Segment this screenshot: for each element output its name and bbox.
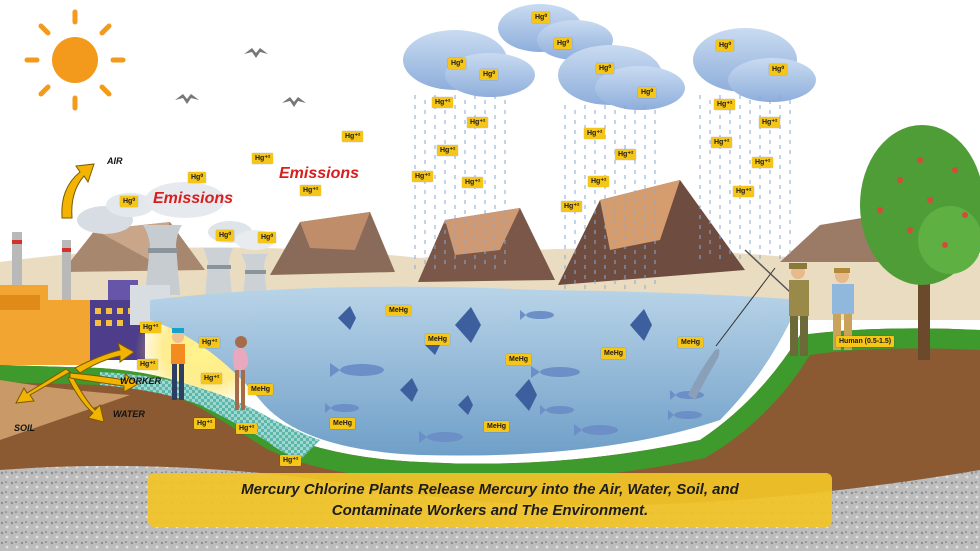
sun-icon: [27, 12, 123, 108]
hg0-tag: Hg⁰: [216, 230, 234, 241]
human-exposure-tag: Human (0.5-1.5): [836, 336, 894, 347]
hg2-tag: Hg⁺²: [199, 337, 220, 348]
hg2-tag: Hg⁺²: [140, 322, 161, 333]
air-label: AIR: [107, 156, 123, 166]
birds: [175, 48, 306, 107]
emissions-label-air: Emissions: [279, 165, 359, 183]
hg2-tag: Hg⁺²: [201, 373, 222, 384]
hg2-tag: Hg⁺²: [615, 149, 636, 160]
apple-tree: [860, 125, 980, 360]
hg2-tag: Hg⁺²: [432, 97, 453, 108]
hg2-tag: Hg⁺²: [714, 99, 735, 110]
hg0-tag: Hg⁰: [532, 12, 550, 23]
hg0-tag: Hg⁰: [638, 87, 656, 98]
mehg-tag: MeHg: [330, 418, 355, 429]
hg2-tag: Hg⁺²: [412, 171, 433, 182]
soil-label: SOIL: [14, 423, 35, 433]
mehg-tag: MeHg: [386, 305, 411, 316]
hg2-tag: Hg⁺²: [252, 153, 273, 164]
hg0-tag: Hg⁰: [188, 172, 206, 183]
mehg-tag: MeHg: [425, 334, 450, 345]
hg2-tag: Hg⁺²: [437, 145, 458, 156]
worker-label: WORKER: [120, 376, 161, 386]
mehg-tag: MeHg: [601, 348, 626, 359]
hg2-tag: Hg⁺²: [194, 418, 215, 429]
hg0-tag: Hg⁰: [258, 232, 276, 243]
hg2-tag: Hg⁺²: [342, 131, 363, 142]
hg0-tag: Hg⁰: [769, 64, 787, 75]
hg2-tag: Hg⁺²: [711, 137, 732, 148]
mehg-tag: MeHg: [484, 421, 509, 432]
water-label: WATER: [113, 409, 145, 419]
hg0-tag: Hg⁰: [554, 38, 572, 49]
hg2-tag: Hg⁺²: [733, 186, 754, 197]
hg0-tag: Hg⁰: [448, 58, 466, 69]
mehg-tag: MeHg: [506, 354, 531, 365]
hg2-tag: Hg⁺²: [280, 455, 301, 466]
hg0-tag: Hg⁰: [716, 40, 734, 51]
hg0-tag: Hg⁰: [480, 69, 498, 80]
hg0-tag: Hg⁰: [120, 196, 138, 207]
hg2-tag: Hg⁺²: [759, 117, 780, 128]
hg2-tag: Hg⁺²: [588, 176, 609, 187]
caption-line-1: Mercury Chlorine Plants Release Mercury …: [241, 479, 739, 500]
hg2-tag: Hg⁺²: [584, 128, 605, 139]
hg2-tag: Hg⁺²: [752, 157, 773, 168]
mehg-tag: MeHg: [248, 384, 273, 395]
emissions-label-factory: Emissions: [153, 190, 233, 208]
hg2-tag: Hg⁺²: [462, 177, 483, 188]
hg2-tag: Hg⁺²: [236, 423, 257, 434]
hg2-tag: Hg⁺²: [467, 117, 488, 128]
mehg-tag: MeHg: [678, 337, 703, 348]
caption-box: Mercury Chlorine Plants Release Mercury …: [148, 473, 832, 527]
hg2-tag: Hg⁺²: [561, 201, 582, 212]
hg0-tag: Hg⁰: [596, 63, 614, 74]
hg2-tag: Hg⁺²: [300, 185, 321, 196]
hg2-tag: Hg⁺²: [137, 359, 158, 370]
caption-line-2: Contaminate Workers and The Environment.: [332, 500, 648, 521]
